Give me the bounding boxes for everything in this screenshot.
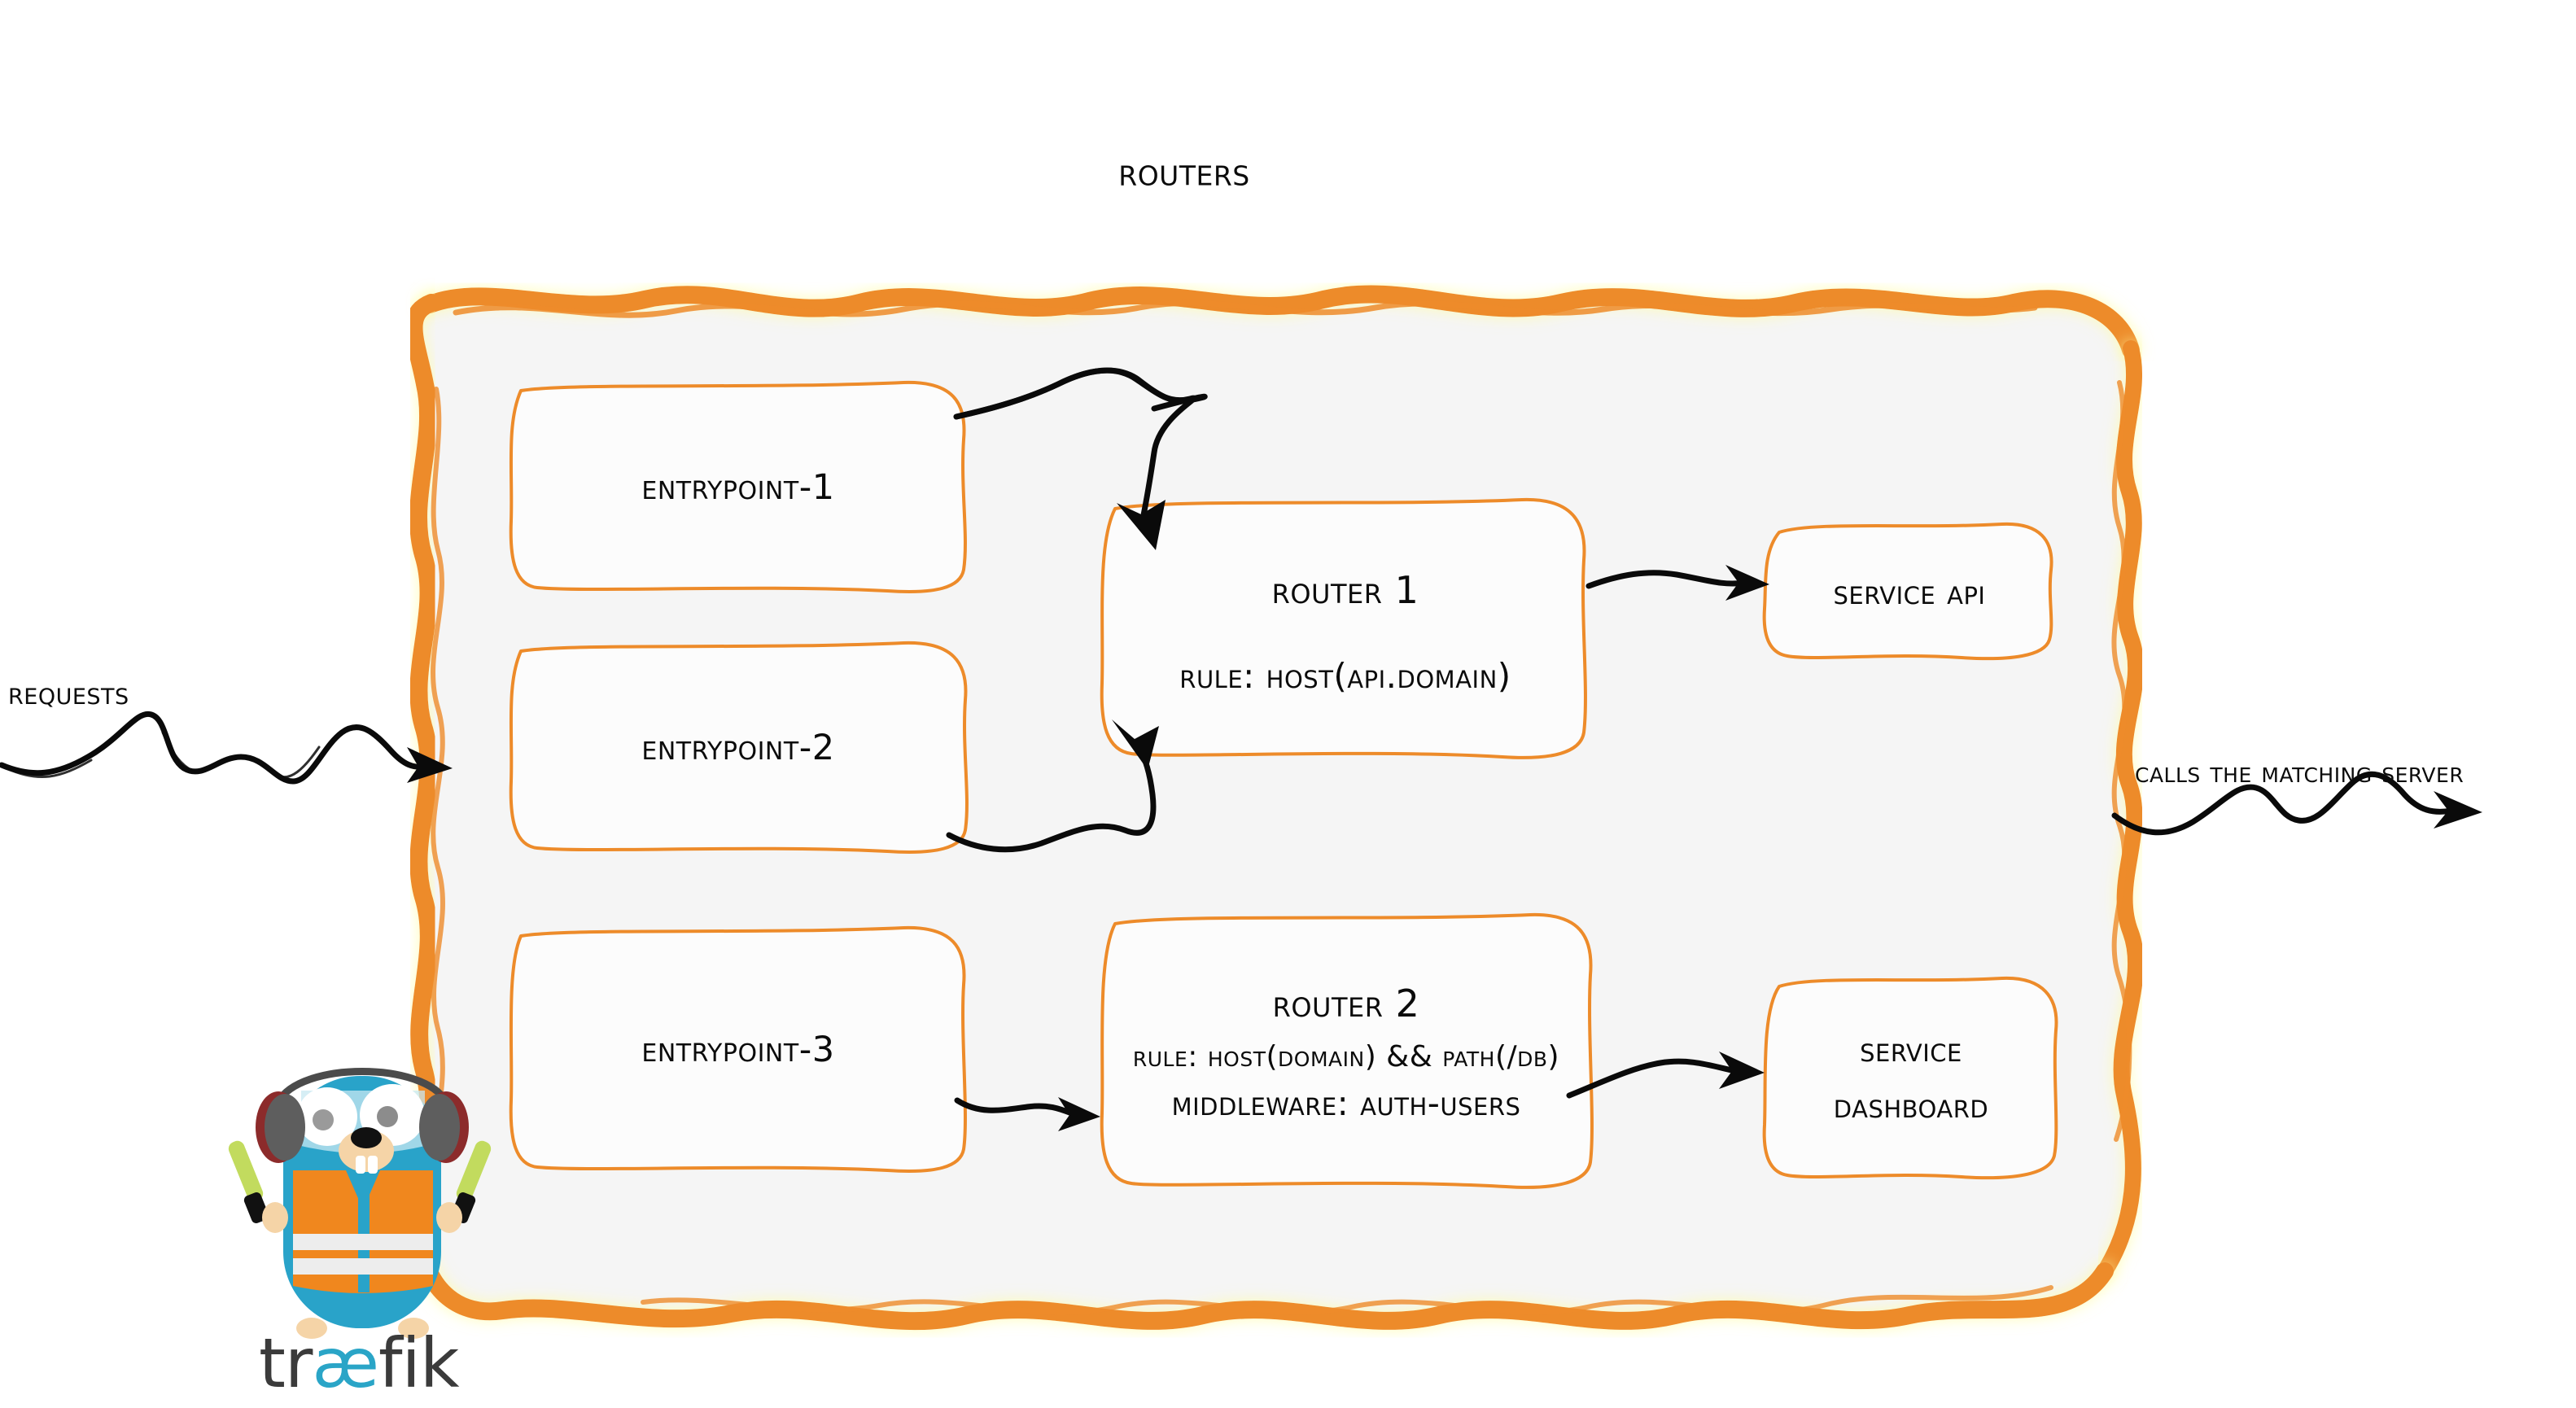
gopher-foot-right — [398, 1318, 429, 1339]
traefik-wordmark: træfik — [259, 1327, 479, 1400]
traefik-gopher-logo — [228, 1068, 492, 1339]
router-2-node[interactable]: Router 2 rule: Host(domain) && Path(/db)… — [1102, 915, 1590, 1190]
service-api-label: Service API — [1833, 571, 1986, 612]
gopher-hand-right — [436, 1202, 462, 1233]
router-1-node[interactable]: Router 1 rule: Host(api.domain) — [1102, 503, 1589, 760]
entrypoint-1-label: entrypoint-1 — [641, 467, 835, 508]
gopher-pupil-right — [377, 1106, 398, 1127]
requests-label: Requests — [8, 676, 129, 711]
gopher-hand-left — [262, 1202, 288, 1233]
entrypoint-1-node[interactable]: entrypoint-1 — [511, 383, 965, 592]
service-dashboard-line1: Service — [1860, 1030, 1962, 1070]
headphone-cup-right-icon — [419, 1091, 469, 1163]
service-api-node[interactable]: Service API — [1763, 524, 2056, 661]
gopher-nose — [351, 1127, 382, 1148]
gopher-tooth-left — [356, 1156, 365, 1174]
entrypoint-2-label: entrypoint-2 — [641, 728, 835, 768]
headphone-cup-left-icon — [256, 1091, 305, 1163]
router-2-title: Router 2 — [1272, 982, 1420, 1025]
router-1-title: Router 1 — [1271, 567, 1419, 612]
entrypoint-3-label: entrypoint-3 — [641, 1030, 835, 1070]
router-2-middleware: Middleware: auth-users — [1171, 1083, 1521, 1123]
router-1-rule: rule: Host(api.domain) — [1179, 655, 1511, 696]
gopher-foot-left — [296, 1318, 327, 1339]
entrypoint-2-node[interactable]: entrypoint-2 — [511, 643, 965, 853]
traefik-wordmark-text: træfik — [259, 1323, 460, 1403]
safety-vest-icon — [293, 1170, 433, 1293]
router-2-rule: rule: Host(domain) && Path(/db) — [1132, 1040, 1560, 1073]
service-dashboard-node[interactable]: Service Dashboard — [1763, 977, 2059, 1180]
calls-matching-server-label: Calls the matching server — [2135, 757, 2464, 789]
page-title: Routers — [1118, 150, 1250, 195]
headphone-band-icon — [274, 1068, 450, 1106]
entrypoint-3-node[interactable]: entrypoint-3 — [511, 928, 965, 1172]
gopher-tooth-right — [368, 1156, 378, 1174]
gopher-pupil-left — [313, 1109, 334, 1130]
service-dashboard-line2: Dashboard — [1833, 1086, 1989, 1126]
